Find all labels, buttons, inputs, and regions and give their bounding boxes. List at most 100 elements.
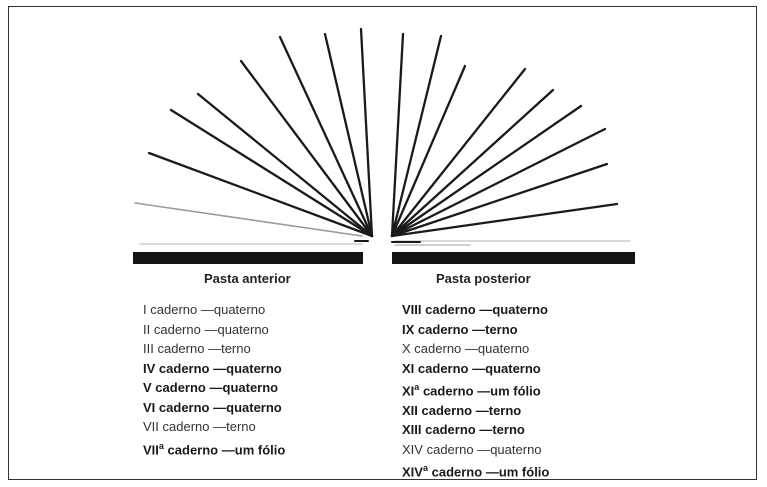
quire-row: VII caderno —terno (143, 417, 285, 437)
quire-number: XI (402, 383, 415, 399)
quire-word: caderno (425, 422, 476, 438)
quire-dash: — (464, 341, 478, 356)
quire-word: caderno (425, 302, 476, 317)
quire-word: caderno (421, 402, 473, 418)
leaf-line-right (390, 162, 609, 238)
quire-word: caderno (158, 399, 210, 415)
leaf-line-right (390, 67, 527, 238)
quire-dash: — (477, 383, 491, 399)
leaf-line-left (359, 27, 374, 238)
quire-number: XII (402, 402, 418, 418)
quire-dash: — (475, 402, 489, 418)
quire-number: III (143, 341, 154, 356)
quire-dash: — (221, 441, 235, 457)
quire-superscript: a (158, 440, 164, 451)
quire-word: caderno (417, 360, 469, 376)
quire-dash: — (479, 302, 493, 317)
quire-row: XIa caderno —um fólio (402, 378, 549, 401)
quire-type: quaterno (492, 302, 548, 317)
leaf-line-right (390, 127, 607, 238)
quire-dash: — (479, 422, 493, 438)
quire-type: um fólio (234, 441, 286, 457)
quire-type: quaterno (226, 399, 282, 415)
quire-word: caderno (155, 380, 206, 395)
quire-row: VI caderno —quaterno (143, 398, 285, 418)
faint-leaf-line (134, 202, 363, 237)
quire-dash: — (208, 341, 222, 356)
quire-row: XIVa caderno —um fólio (402, 459, 549, 482)
leaf-line-right (390, 64, 467, 238)
quire-row: VIII caderno —quaterno (402, 300, 549, 320)
quire-row: I caderno —quaterno (143, 300, 285, 320)
front-cover-label: Pasta anterior (204, 271, 291, 286)
quire-type: quaterno (485, 360, 541, 376)
faint-leaves (134, 202, 631, 246)
quire-type: um fólio (490, 383, 541, 399)
quire-dash: — (213, 399, 227, 415)
quire-dash: — (477, 441, 491, 457)
leaf-line-right (390, 88, 555, 238)
leaf-line-right (390, 104, 583, 238)
quire-type: terno (485, 321, 518, 337)
quire-type: terno (488, 402, 522, 418)
quire-number: XIV (402, 464, 423, 480)
quire-leaves (147, 27, 619, 243)
quire-type: terno (492, 422, 525, 438)
quire-row: X caderno —quaterno (402, 339, 549, 359)
quire-row: IX caderno —terno (402, 320, 549, 340)
quire-number: XIV (402, 441, 423, 457)
quire-number: IV (143, 360, 156, 376)
quire-row: XIII caderno —terno (402, 420, 549, 440)
quire-word: caderno (153, 321, 201, 337)
quire-word: caderno (157, 341, 205, 356)
quire-word: caderno (167, 441, 219, 457)
quire-type: quaterno (490, 441, 542, 457)
quire-row: II caderno —quaterno (143, 320, 285, 340)
quire-number: VI (143, 399, 156, 415)
quire-dash: — (472, 321, 486, 337)
leaf-line-left (169, 108, 374, 238)
leaf-line-left (323, 32, 374, 238)
diagram-frame (8, 6, 757, 480)
leaf-line-right (390, 32, 405, 238)
quire-row: V caderno —quaterno (143, 378, 285, 398)
quire-row: XI caderno —quaterno (402, 359, 549, 379)
quire-dash: — (213, 419, 227, 434)
quire-word: caderno (162, 419, 210, 434)
leaf-line-left (147, 151, 374, 238)
quire-number: I (143, 302, 147, 317)
front-cover-board (133, 252, 363, 264)
quire-row: IV caderno —quaterno (143, 359, 285, 379)
quire-dash: — (485, 464, 499, 480)
quire-superscript: a (414, 382, 420, 392)
quire-type: quaterno (213, 302, 266, 317)
quire-dash: — (472, 360, 486, 376)
quire-number: XIII (402, 422, 422, 438)
back-cover-label: Pasta posterior (436, 271, 531, 286)
quire-type: quaterno (222, 380, 279, 395)
quire-number: II (143, 321, 151, 337)
leaf-line-left (196, 92, 374, 238)
quire-dash: — (209, 380, 223, 395)
quire-row: VIIa caderno —um fólio (143, 437, 285, 460)
quire-superscript: a (422, 463, 428, 474)
quire-type: quaterno (477, 341, 530, 356)
quire-number: XI (402, 360, 415, 376)
quire-number: IX (402, 321, 415, 337)
quire-row: XII caderno —terno (402, 401, 549, 421)
quire-word: caderno (158, 360, 210, 376)
quire-type: terno (221, 341, 251, 356)
quire-dash: — (200, 302, 214, 317)
quire-word: caderno (422, 383, 474, 399)
quire-row: XIV caderno —quaterno (402, 440, 549, 460)
quire-number: VII (143, 419, 159, 434)
back-cover-board (392, 252, 635, 264)
quire-type: um fólio (498, 464, 550, 480)
leaf-line-left (278, 35, 374, 238)
quire-number: VII (143, 441, 159, 457)
quire-type: quaterno (217, 321, 269, 337)
leaf-line-right (390, 34, 443, 238)
